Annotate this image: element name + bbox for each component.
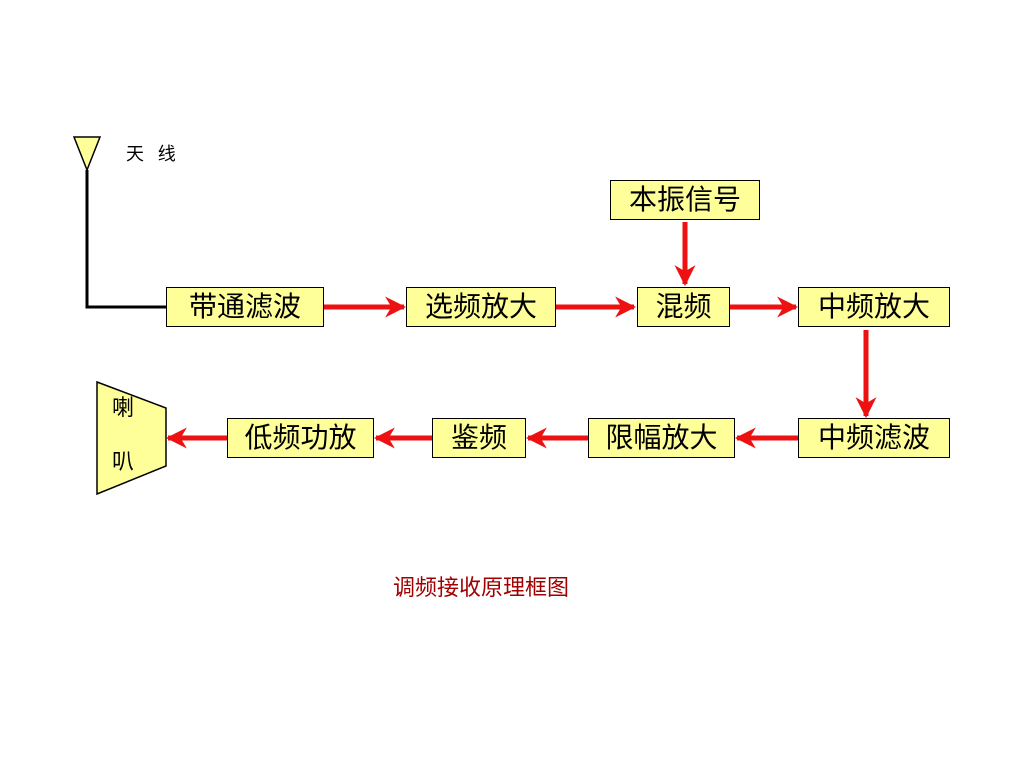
antenna-feed-wire (85, 170, 166, 309)
diagram-caption: 调频接收原理框图 (392, 576, 569, 601)
antenna-icon (72, 136, 102, 173)
speaker-label-line2: 叭 (112, 450, 135, 475)
block-limiter-amplifier: 限幅放大 (588, 418, 735, 458)
antenna-label: 天 线 (126, 144, 180, 165)
speaker-label-line1: 喇 (112, 396, 135, 421)
block-mixer: 混频 (637, 287, 730, 327)
block-rf-amplifier: 选频放大 (406, 287, 556, 327)
speaker-icon (96, 380, 167, 496)
block-local-oscillator: 本振信号 (610, 180, 760, 220)
block-if-amplifier: 中频放大 (798, 287, 950, 327)
block-bandpass-filter: 带通滤波 (166, 287, 324, 327)
block-power-amplifier: 低频功放 (227, 418, 374, 458)
block-if-filter: 中频滤波 (798, 418, 950, 458)
block-discriminator: 鉴频 (432, 418, 526, 458)
